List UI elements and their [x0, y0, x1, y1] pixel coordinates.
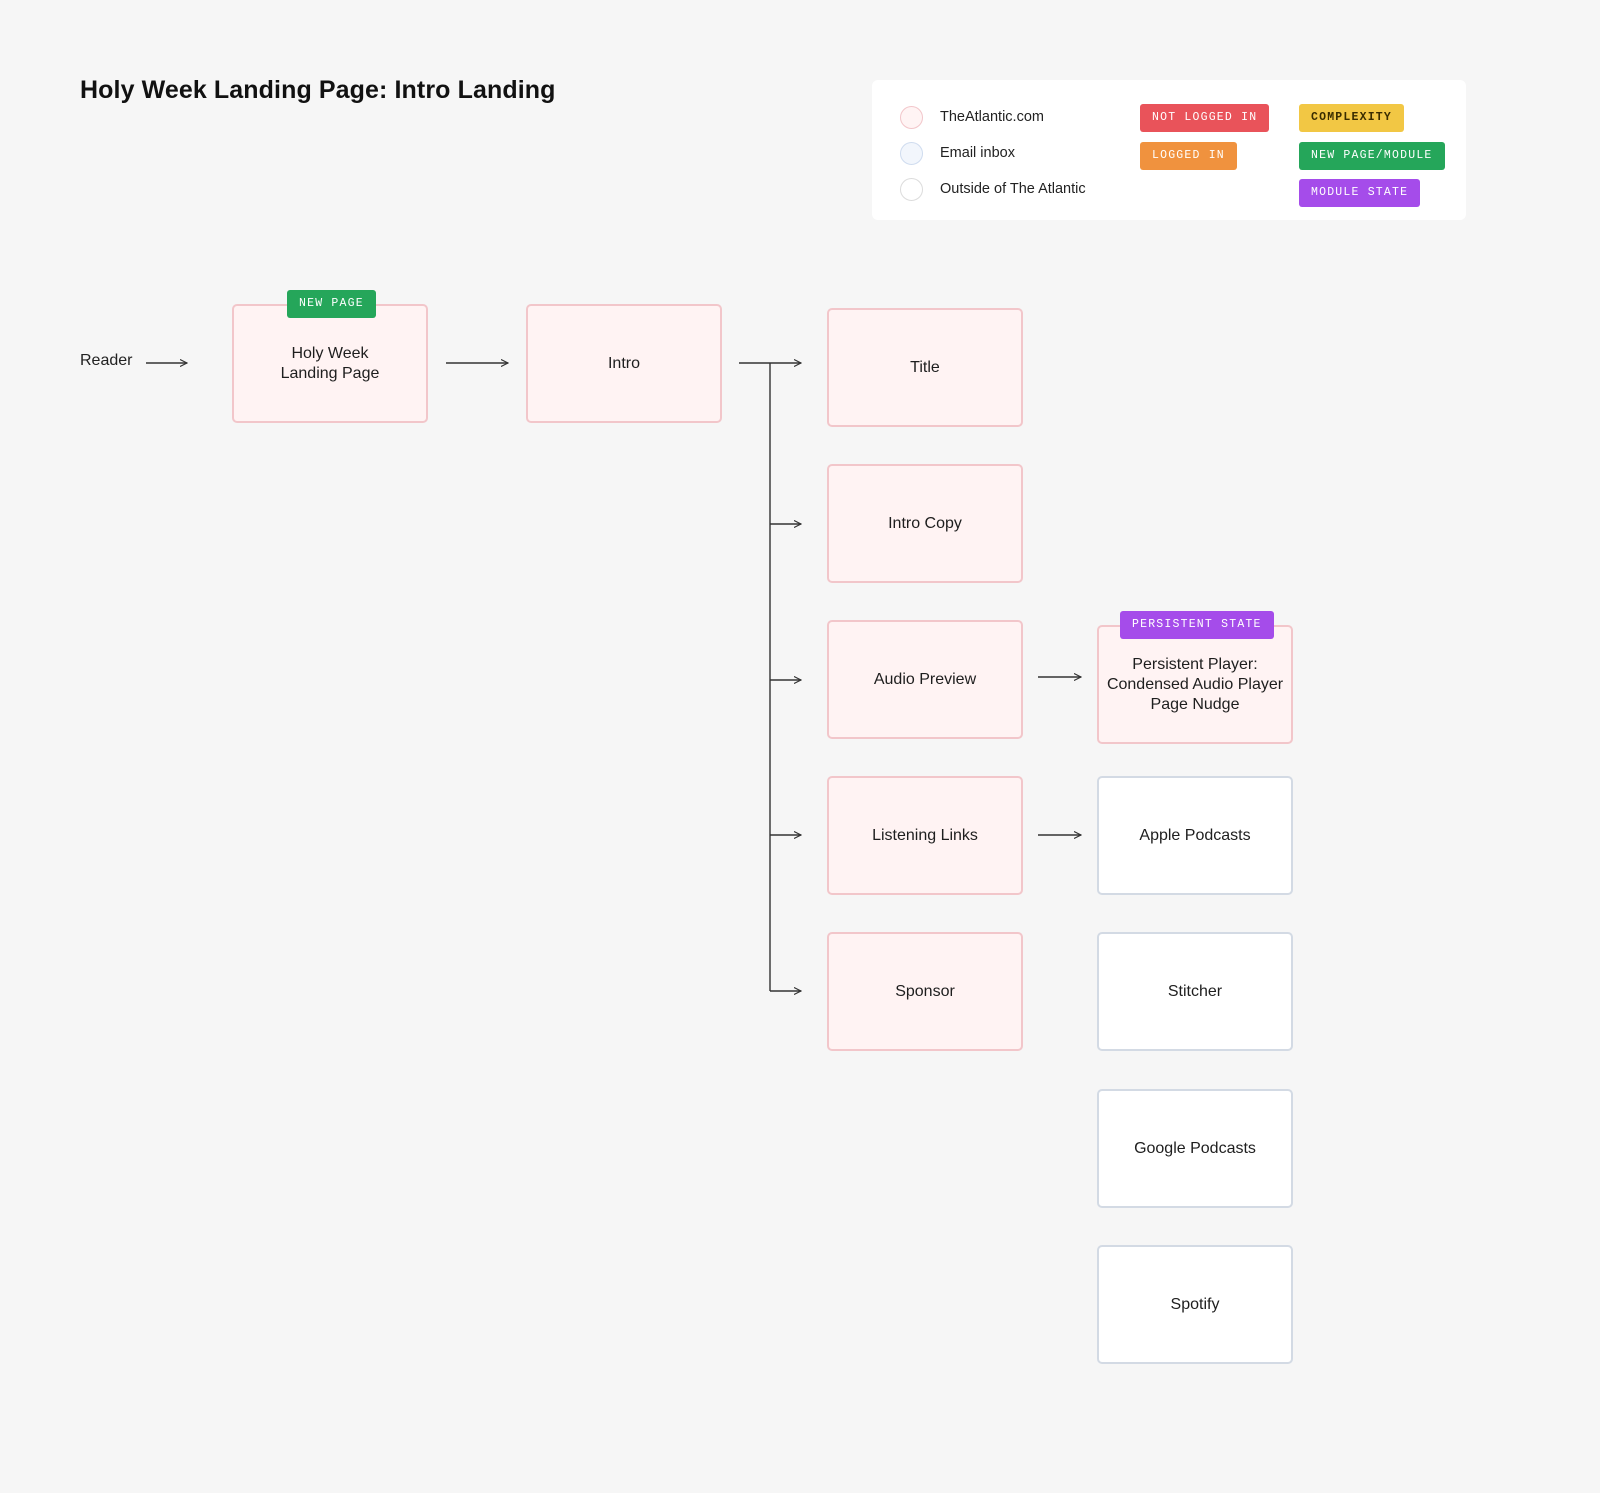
blue-circle-icon — [900, 141, 923, 165]
node-stitcher: Stitcher — [1097, 932, 1293, 1051]
node-label: Spotify — [1170, 1295, 1220, 1313]
node-persistent-player: Persistent Player: Condensed Audio Playe… — [1097, 625, 1293, 744]
legend-item-theatlantic: TheAtlantic.com — [900, 104, 1044, 130]
node-label: Holy Week Landing Page — [280, 344, 380, 382]
node-label: Stitcher — [1167, 982, 1223, 1000]
node-apple-podcasts: Apple Podcasts — [1097, 776, 1293, 895]
tag-new-page-module: NEW PAGE/MODULE — [1299, 142, 1445, 170]
node-title: Title — [827, 308, 1023, 427]
legend-item-email-inbox: Email inbox — [900, 140, 1015, 166]
node-label: Intro Copy — [888, 514, 962, 532]
node-label: Listening Links — [872, 826, 978, 844]
node-intro-copy: Intro Copy — [827, 464, 1023, 583]
tag-not-logged-in: NOT LOGGED IN — [1140, 104, 1270, 132]
node-label: Intro — [607, 354, 640, 372]
node-label: Persistent Player: Condensed Audio Playe… — [1106, 655, 1284, 713]
white-circle-icon — [900, 177, 923, 201]
node-listening-links: Listening Links — [827, 776, 1023, 895]
pink-circle-icon — [900, 105, 923, 129]
node-label: Audio Preview — [873, 670, 977, 688]
reader-label: Reader — [80, 352, 133, 369]
node-holy-week-landing-page: Holy Week Landing Page — [232, 304, 428, 423]
node-spotify: Spotify — [1097, 1245, 1293, 1364]
node-intro: Intro — [526, 304, 722, 423]
node-label: Apple Podcasts — [1139, 826, 1251, 844]
node-label: Sponsor — [895, 982, 955, 1000]
node-audio-preview: Audio Preview — [827, 620, 1023, 739]
node-label: Title — [910, 358, 940, 376]
page-title: Holy Week Landing Page: Intro Landing — [80, 76, 556, 104]
badge-new-page: NEW PAGE — [287, 290, 376, 318]
legend-label: Email inbox — [940, 145, 1015, 161]
node-label: Google Podcasts — [1134, 1139, 1256, 1157]
legend-panel: TheAtlantic.com Email inbox Outside of T… — [872, 80, 1466, 220]
tag-complexity: COMPLEXITY — [1299, 104, 1405, 132]
tag-module-state: MODULE STATE — [1299, 179, 1421, 207]
tag-logged-in: LOGGED IN — [1140, 142, 1237, 170]
node-sponsor: Sponsor — [827, 932, 1023, 1051]
legend-item-outside-atlantic: Outside of The Atlantic — [900, 176, 1086, 202]
legend-label: TheAtlantic.com — [940, 109, 1044, 125]
badge-persistent-state: PERSISTENT STATE — [1120, 611, 1274, 639]
node-google-podcasts: Google Podcasts — [1097, 1089, 1293, 1208]
legend-label: Outside of The Atlantic — [940, 181, 1086, 197]
